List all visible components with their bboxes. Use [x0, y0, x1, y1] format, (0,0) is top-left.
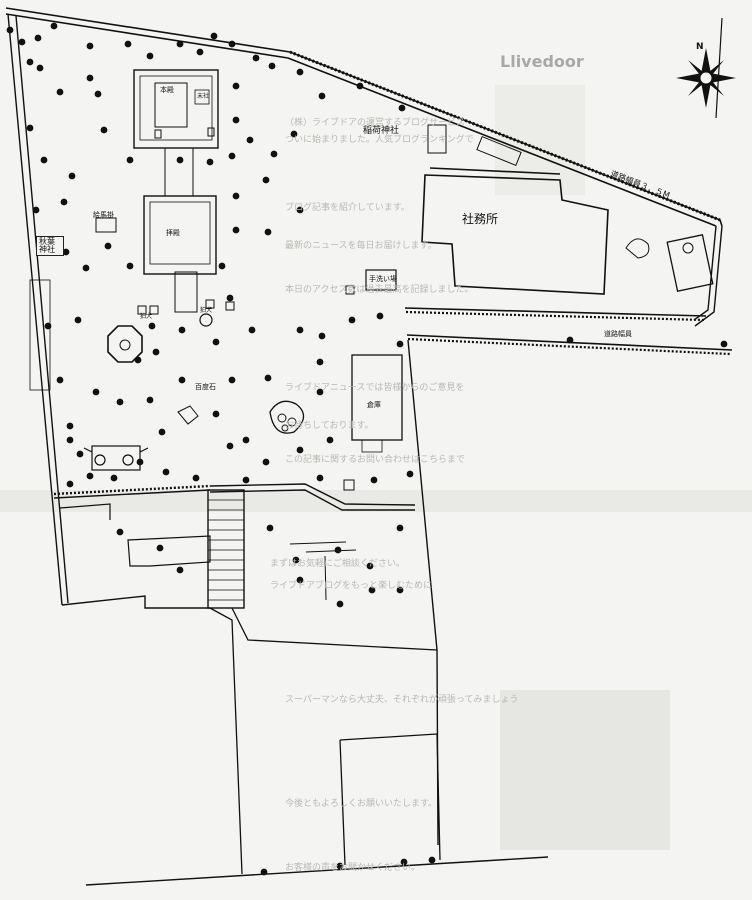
- showthrough-line: 最新のニュースを毎日お届けします。: [285, 241, 437, 251]
- trees: [6, 22, 728, 876]
- honden-label: 本殿: [160, 86, 174, 94]
- inari-label: 稲荷神社: [363, 126, 400, 136]
- west-strip: [29, 279, 51, 391]
- haiden-building: [143, 147, 217, 313]
- chozuya-label: 手洗い場: [369, 275, 397, 283]
- haiden-label: 拝殿: [166, 229, 180, 237]
- south-extension: [209, 607, 441, 875]
- north-label: N: [696, 42, 704, 52]
- komainu-left-label: 狛犬: [140, 313, 153, 320]
- warehouse-label: 倉庫: [367, 401, 381, 409]
- lanterns: [137, 127, 355, 491]
- north-road: [5, 7, 723, 227]
- showthrough-line: ライブドアブログをもっと楽しむために: [270, 581, 433, 591]
- middle-road: [404, 307, 733, 356]
- showthrough-line: 本日のアクセス数は過去最高を記録しました。: [285, 285, 474, 295]
- ema-box: [95, 217, 117, 233]
- stone-group: [177, 400, 305, 434]
- shamusho-building: [421, 167, 609, 295]
- paper-fold: [0, 490, 752, 512]
- east-small-building: [625, 234, 714, 292]
- showthrough-line: スーパーマンなら大丈夫、それぞれが頑張ってみましょう: [285, 695, 519, 705]
- showthrough-photo-top: [495, 85, 585, 195]
- lower-left-structure: [59, 503, 211, 567]
- showthrough-line: お待ちしております。: [285, 421, 374, 431]
- showthrough-line: （株）ライブドアの運営するブログサービス: [285, 118, 466, 128]
- showthrough-logo: Llivedoor: [500, 52, 584, 71]
- showthrough-line: ライブドアニュースでは皆様からのご意見を: [285, 383, 465, 393]
- showthrough-line: この記事に関するお問い合わせはこちらまで: [285, 455, 466, 465]
- showthrough-photo: [500, 690, 670, 850]
- showthrough-line: お客様の声をお聞かせください。: [285, 863, 421, 873]
- komainu-right-label: 狛犬: [200, 307, 213, 314]
- showthrough-line: 今後ともよろしくお願いいたします。: [285, 799, 438, 809]
- honden-enclosure: [133, 69, 219, 149]
- showthrough-line: ブログ記事を紹介しています。: [285, 203, 410, 213]
- east-wall: [693, 225, 723, 327]
- akiba-label: 秋葉神社: [36, 236, 64, 256]
- stone-label: 百度石: [195, 383, 216, 391]
- compass-rose: [676, 17, 736, 119]
- mikoshi-shed: [83, 445, 149, 471]
- stairs: [207, 489, 245, 609]
- gate-box: [476, 135, 522, 167]
- chozuya-box: [365, 269, 397, 291]
- inari-shrine-box: [427, 124, 447, 154]
- road-width-label-2: 道路幅員: [604, 330, 632, 338]
- south-wall: [53, 483, 416, 511]
- warehouse: [351, 354, 403, 453]
- massha-label: 末社: [197, 93, 210, 100]
- showthrough-line: まずはお気軽にご相談ください。: [270, 559, 405, 569]
- showthrough-line: ついに始まりました。人気ブログランキングで: [285, 135, 474, 145]
- south-lot-lines: [289, 541, 357, 601]
- shamusho-label: 社務所: [462, 212, 499, 226]
- octagon-pavilion: [107, 325, 143, 363]
- ema-label: 絵馬掛: [93, 211, 114, 219]
- water-basin: [199, 313, 213, 327]
